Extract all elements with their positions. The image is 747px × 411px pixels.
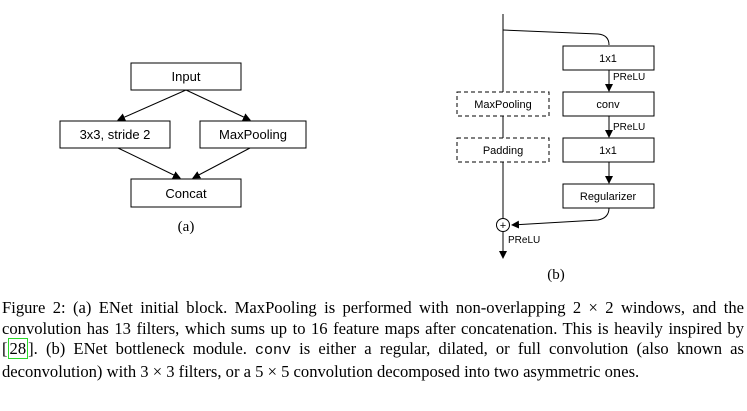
maxpool-label: MaxPooling <box>219 127 287 142</box>
figure-caption: Figure 2: (a) ENet initial block. MaxPoo… <box>2 298 744 382</box>
padding-dashed-box <box>456 137 550 163</box>
concat-label: Concat <box>165 186 207 201</box>
caption-math-2x2: 2 × 2 <box>572 298 614 317</box>
maxpool-box <box>199 120 307 149</box>
conv-label: 3x3, stride 2 <box>80 127 151 142</box>
caption-text-3: ]. (b) ENet bottleneck module. <box>28 339 256 359</box>
panel-a: Input 3x3, stride 2 MaxPooling Concat (a… <box>59 62 307 235</box>
add-node-symbol: + <box>500 220 506 232</box>
caption-text-2: windows, and the convolution has 13 filt… <box>2 298 744 359</box>
conv-box-b-label: conv <box>596 99 620 111</box>
arrow-input-maxpool <box>185 89 251 121</box>
panel-a-label: (a) <box>178 219 195 235</box>
prelu-label-2: PReLU <box>613 122 645 133</box>
caption-text-5: filters, or a <box>174 361 256 381</box>
prelu-label-out: PReLU <box>508 235 540 246</box>
conv1x1-top-label: 1x1 <box>599 53 617 65</box>
maxpool-dashed-label: MaxPooling <box>474 99 531 111</box>
caption-text-6: convolution decomposed into two asymmetr… <box>289 361 640 381</box>
input-box <box>130 62 242 91</box>
caption-text-4: is either a regular, dilated, or full co… <box>2 339 744 381</box>
concat-box <box>130 178 242 208</box>
padding-dashed-label: Padding <box>483 145 523 157</box>
branch-split-line <box>502 29 610 46</box>
input-label: Input <box>172 69 201 84</box>
arrow-input-conv <box>117 89 187 121</box>
prelu-label-1: PReLU <box>613 72 645 83</box>
citation-link-28[interactable]: 28 <box>7 338 29 360</box>
caption-code-conv: conv <box>255 342 292 360</box>
merge-line <box>511 207 610 229</box>
panel-b-label: (b) <box>547 267 565 283</box>
add-node <box>496 218 510 232</box>
arrow-maxpool-concat <box>192 147 251 179</box>
conv-box <box>59 120 171 149</box>
conv1x1-bottom-box <box>562 137 655 163</box>
caption-math-5x5: 5 × 5 <box>255 361 290 381</box>
caption-math-3x3: 3 × 3 <box>140 361 175 381</box>
figure-diagram: Input 3x3, stride 2 MaxPooling Concat (a… <box>59 14 655 283</box>
arrow-conv-concat <box>117 147 181 179</box>
conv1x1-top-box <box>562 45 655 71</box>
regularizer-label: Regularizer <box>580 191 637 203</box>
conv1x1-bottom-label: 1x1 <box>599 145 617 157</box>
maxpool-dashed-box <box>456 91 550 117</box>
conv-box-b <box>562 91 655 117</box>
panel-b: MaxPooling Padding 1x1 PReLU conv PReLU … <box>456 14 655 283</box>
regularizer-box <box>562 183 655 209</box>
caption-text-1: Figure 2: (a) ENet initial block. MaxPoo… <box>2 298 573 317</box>
